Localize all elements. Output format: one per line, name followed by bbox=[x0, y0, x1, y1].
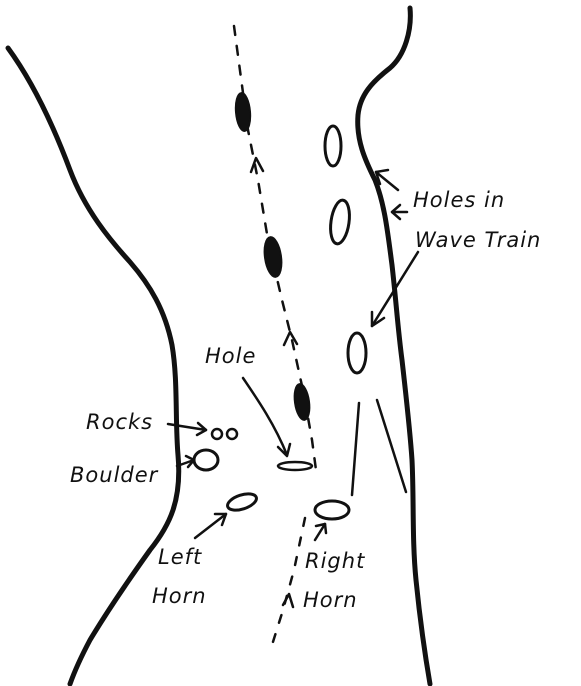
left-riverbank bbox=[5, 45, 182, 686]
flow-arrow-2 bbox=[282, 330, 299, 347]
right-horn-arrow bbox=[313, 522, 327, 542]
left-horn-shape bbox=[226, 492, 258, 512]
boulder-arrow-head bbox=[184, 454, 196, 469]
current-line-1 bbox=[350, 401, 361, 497]
right-riverbank bbox=[355, 5, 433, 686]
rocks-arrow bbox=[166, 422, 208, 432]
holes-in-wave-train-label-line1: Holes in bbox=[413, 188, 505, 212]
left-horn-label-line2: Horn bbox=[152, 584, 207, 608]
flow-arrow-1 bbox=[249, 156, 265, 174]
rocks-arrow-head bbox=[195, 421, 208, 437]
lower-flow-arrow bbox=[281, 592, 295, 609]
hole-filled-1 bbox=[234, 92, 252, 132]
holes-arrow-2-head bbox=[390, 203, 402, 221]
holes-arrow-3-head bbox=[370, 310, 386, 328]
rocks-label: Rocks bbox=[86, 410, 153, 434]
right-horn-label-line2: Horn bbox=[303, 588, 358, 612]
hole-filled-3 bbox=[293, 383, 311, 421]
lower-flow-line bbox=[270, 516, 307, 647]
hole-horizontal bbox=[276, 460, 314, 472]
boulder-arrow bbox=[175, 458, 196, 468]
hole-arrow-head bbox=[276, 442, 292, 458]
wave-train-hole-2 bbox=[329, 198, 351, 246]
holes-arrow-1-head bbox=[374, 168, 390, 186]
left-horn-arrow-head bbox=[213, 512, 228, 527]
left-horn-arrow bbox=[193, 512, 228, 540]
hole-arrow bbox=[241, 376, 289, 457]
center-flow-line bbox=[232, 24, 318, 472]
right-horn-label-line1: Right bbox=[305, 549, 365, 573]
hole-filled-2 bbox=[263, 236, 283, 278]
current-line-2 bbox=[375, 398, 408, 494]
holes-arrow-3 bbox=[370, 250, 420, 328]
rock-1 bbox=[210, 427, 224, 441]
left-horn-label-line1: Left bbox=[158, 545, 202, 569]
wave-train-hole-1 bbox=[323, 124, 343, 168]
right-horn-arrow-head bbox=[314, 522, 328, 535]
holes-arrow-1 bbox=[374, 170, 400, 192]
boulder-shape bbox=[192, 448, 220, 472]
wave-train-hole-3 bbox=[346, 331, 368, 375]
holes-in-wave-train-label-line2: Wave Train bbox=[415, 228, 541, 252]
rock-2 bbox=[225, 427, 239, 441]
hole-label: Hole bbox=[205, 344, 256, 368]
right-horn-shape bbox=[313, 499, 351, 521]
boulder-label: Boulder bbox=[70, 463, 159, 487]
